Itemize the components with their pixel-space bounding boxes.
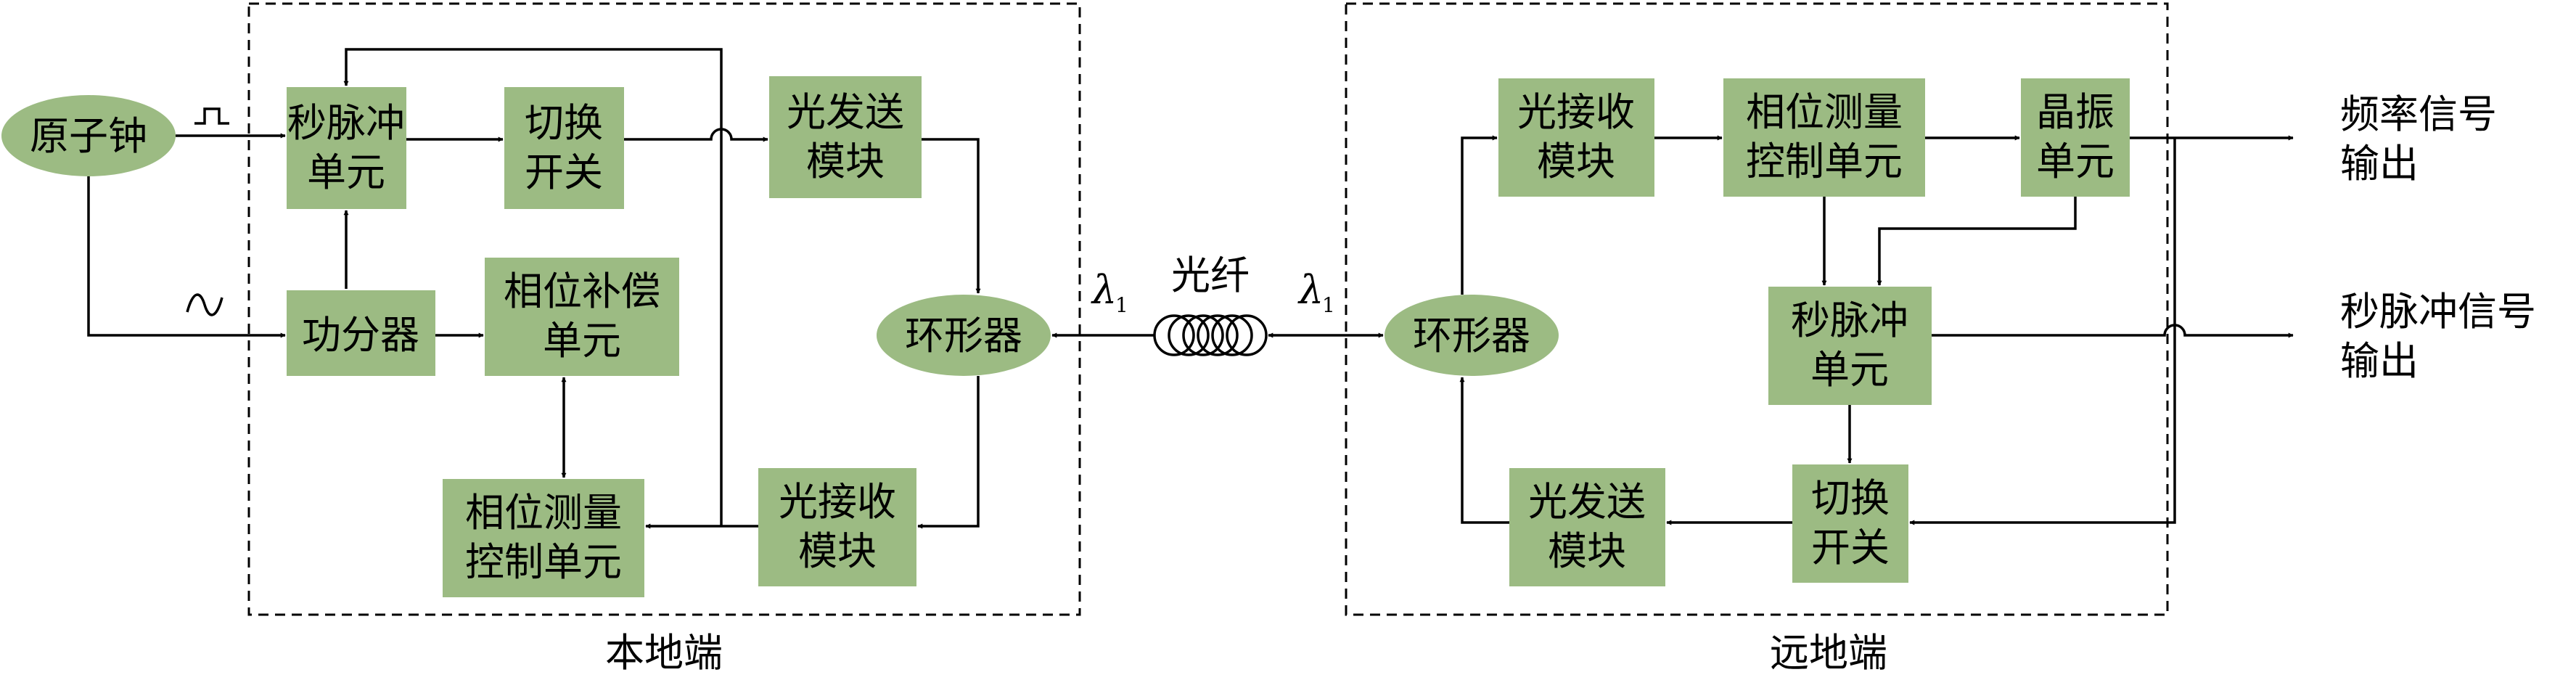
local-pps-unit-line1: 秒脉冲 bbox=[287, 100, 405, 146]
local-circulator-label: 环形器 bbox=[905, 313, 1022, 359]
phase-comp-line1: 相位补偿 bbox=[504, 269, 660, 314]
local-switch[interactable]: 切换 开关 bbox=[504, 87, 624, 209]
power-splitter-label: 功分器 bbox=[302, 312, 419, 358]
switch-to-tx-arrow bbox=[624, 128, 768, 142]
atomic-clock[interactable]: 原子钟 bbox=[1, 95, 176, 176]
wavelength-right: λ bbox=[1297, 267, 1324, 313]
local-end-label: 本地端 bbox=[605, 630, 723, 676]
phase-comp-line2: 单元 bbox=[543, 318, 621, 364]
crystal-to-switch-arrow bbox=[1909, 138, 2176, 525]
local-optical-rx-line1: 光接收 bbox=[779, 479, 896, 525]
pps-output-label-line1: 秒脉冲信号 bbox=[2340, 289, 2536, 335]
local-switch-line2: 开关 bbox=[525, 149, 603, 195]
fiber-label: 光纤 bbox=[1171, 253, 1250, 298]
remote-pps-unit-line1: 秒脉冲 bbox=[1791, 298, 1908, 343]
tx-to-circulator-arrow bbox=[922, 138, 981, 294]
remote-circulator-label: 环形器 bbox=[1413, 313, 1530, 359]
local-circulator[interactable]: 环形器 bbox=[877, 295, 1051, 376]
remote-optical-tx[interactable]: 光发送 模块 bbox=[1509, 468, 1665, 586]
fiber-coil-icon bbox=[1153, 314, 1268, 356]
clock-to-splitter-arrow bbox=[87, 176, 286, 338]
local-optical-rx-line2: 模块 bbox=[798, 528, 877, 574]
local-optical-tx-line2: 模块 bbox=[806, 139, 885, 184]
remote-phase-meas-line2: 控制单元 bbox=[1746, 139, 1903, 184]
remote-end-frame bbox=[1345, 2, 2169, 616]
remote-end-label: 远地端 bbox=[1770, 630, 1887, 676]
wavelength-right-sub: 1 bbox=[1322, 293, 1335, 317]
remote-switch-line2: 开关 bbox=[1811, 525, 1890, 570]
local-phase-meas-line1: 相位测量 bbox=[465, 490, 622, 536]
feedback-to-pps-arrow bbox=[343, 48, 723, 526]
remote-optical-tx-line1: 光发送 bbox=[1528, 479, 1646, 525]
remote-optical-rx-line1: 光接收 bbox=[1517, 89, 1635, 135]
local-end-frame bbox=[247, 2, 1081, 616]
remote-circulator[interactable]: 环形器 bbox=[1385, 295, 1559, 376]
pps-output-label-line2: 输出 bbox=[2340, 338, 2419, 384]
remote-phase-measure-control[interactable]: 相位测量 控制单元 bbox=[1723, 78, 1925, 197]
remote-optical-tx-line2: 模块 bbox=[1548, 528, 1626, 574]
remote-phase-meas-line1: 相位测量 bbox=[1746, 89, 1903, 135]
crystal-line1: 晶振 bbox=[2036, 89, 2114, 135]
power-splitter[interactable]: 功分器 bbox=[287, 290, 435, 376]
local-pps-unit-line2: 单元 bbox=[307, 149, 385, 195]
freq-output-label-line2: 输出 bbox=[2340, 141, 2419, 187]
crystal-to-pps-arrow bbox=[1876, 197, 2077, 286]
remote-switch-line1: 切换 bbox=[1811, 475, 1890, 521]
remote-optical-rx[interactable]: 光接收 模块 bbox=[1498, 78, 1654, 197]
tx-to-remote-circ-arrow bbox=[1459, 377, 1509, 524]
remote-optical-rx-line2: 模块 bbox=[1537, 139, 1615, 184]
remote-pps-unit-line2: 单元 bbox=[1810, 347, 1889, 393]
local-pps-unit[interactable]: 秒脉冲 单元 bbox=[287, 87, 406, 209]
circ-to-remote-rx-arrow bbox=[1461, 135, 1498, 295]
local-phase-meas-line2: 控制单元 bbox=[465, 539, 622, 585]
wavelength-left-sub: 1 bbox=[1115, 293, 1128, 317]
remote-switch[interactable]: 切换 开关 bbox=[1792, 464, 1908, 583]
pps-output-arrow bbox=[1932, 324, 2294, 338]
local-optical-tx[interactable]: 光发送 模块 bbox=[769, 76, 922, 198]
local-optical-rx[interactable]: 光接收 模块 bbox=[758, 468, 916, 586]
atomic-clock-label: 原子钟 bbox=[30, 113, 147, 159]
wavelength-left: λ bbox=[1091, 267, 1117, 313]
freq-output-label-line1: 频率信号 bbox=[2340, 91, 2497, 137]
local-phase-measure-control[interactable]: 相位测量 控制单元 bbox=[443, 479, 644, 597]
local-switch-line1: 切换 bbox=[525, 100, 603, 146]
local-optical-tx-line1: 光发送 bbox=[787, 89, 904, 135]
sine-signal-icon bbox=[186, 293, 223, 316]
crystal-line2: 单元 bbox=[2036, 139, 2114, 184]
crystal-oscillator-unit[interactable]: 晶振 单元 bbox=[2021, 78, 2130, 197]
circulator-to-rx-arrow bbox=[917, 376, 980, 529]
phase-compensation-unit[interactable]: 相位补偿 单元 bbox=[485, 258, 679, 376]
remote-pps-unit[interactable]: 秒脉冲 单元 bbox=[1768, 287, 1932, 405]
pulse-signal-icon bbox=[194, 107, 229, 125]
